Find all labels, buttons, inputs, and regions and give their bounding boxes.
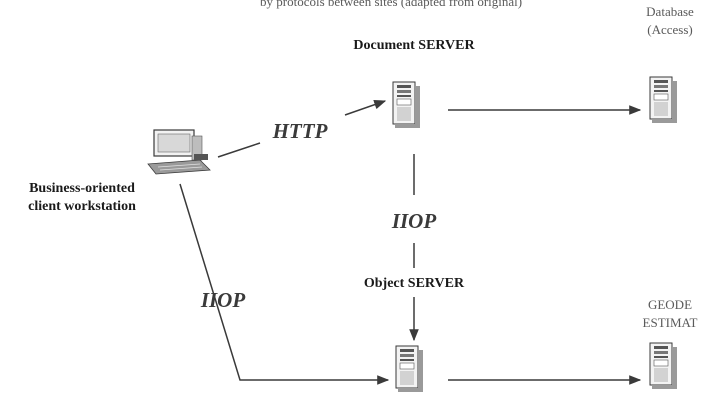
caption-fragment: by protocols between sites (adapted from…	[260, 0, 522, 9]
protocol-http-label: HTTP	[272, 119, 328, 143]
connector-client-http-left	[217, 142, 261, 158]
database-label-line2: (Access)	[647, 22, 692, 37]
object-server-label: Object SERVER	[364, 276, 465, 291]
document-server-icon	[392, 81, 421, 129]
database-label-line1: Database	[646, 4, 694, 19]
geode-label-line2: ESTIMAT	[643, 315, 698, 330]
client-workstation-icon	[147, 129, 211, 175]
client-label-line1: Business-oriented	[29, 181, 135, 196]
geode-label-line1: GEODE	[648, 297, 692, 312]
protocol-iiop-vertical-label: IIOP	[391, 209, 437, 233]
client-label-line2: client workstation	[28, 199, 136, 214]
object-server-icon	[395, 345, 424, 393]
document-server-label: Document SERVER	[353, 38, 475, 53]
connector-client-to-object-server	[179, 183, 390, 385]
database-server-icon	[649, 76, 678, 124]
geode-server-icon	[649, 342, 678, 390]
protocol-iiop-diagonal-label: IIOP	[200, 288, 246, 312]
connector-http-to-document	[344, 100, 387, 116]
